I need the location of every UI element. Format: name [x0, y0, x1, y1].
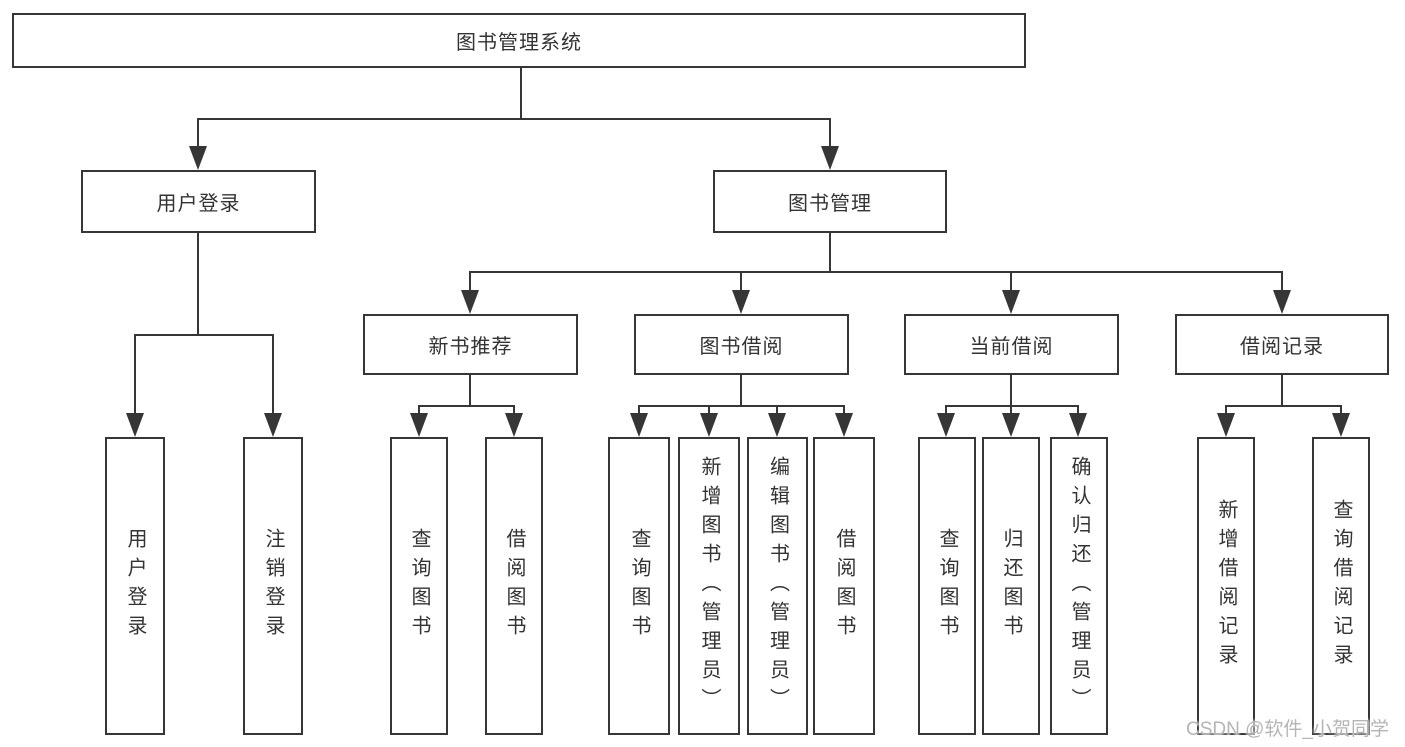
connector-vline [945, 405, 947, 415]
node-book-borrowing: 图书借阅 [634, 314, 849, 375]
arrowhead-down [1002, 413, 1020, 437]
arrowhead-down [1069, 413, 1087, 437]
arrowhead-down [768, 413, 786, 437]
connector-vline [469, 271, 471, 293]
arrowhead-down [461, 290, 479, 314]
arrowhead-down [821, 146, 839, 170]
connector-vline [1077, 405, 1079, 415]
leaf-label: 归还图书 [1000, 528, 1022, 644]
connector-vline [513, 405, 515, 415]
leaf-label: 新增图书（管理员） [698, 455, 720, 717]
arrowhead-down [937, 413, 955, 437]
leaf-label: 查询图书 [408, 528, 430, 644]
leaf-return-books: 归还图书 [982, 437, 1040, 735]
node-library-system: 图书管理系统 [12, 13, 1026, 68]
connector-hline [418, 405, 515, 407]
connector-vline [134, 334, 136, 417]
connector-vline [1010, 271, 1012, 293]
arrowhead-down [410, 413, 428, 437]
leaf-label: 借阅图书 [833, 528, 855, 644]
leaf-label: 用户登录 [124, 528, 146, 644]
connector-vline [469, 375, 471, 407]
leaf-label: 注销登录 [262, 528, 284, 644]
connector-vline [1225, 405, 1227, 415]
leaf-query-books-current: 查询图书 [918, 437, 976, 735]
leaf-label: 编辑图书（管理员） [766, 455, 789, 717]
connector-hline [945, 405, 1079, 407]
connector-vline [1281, 375, 1283, 407]
arrowhead-down [1002, 290, 1020, 314]
arrowhead-down [505, 413, 523, 437]
connector-hline [1225, 405, 1342, 407]
leaf-label: 借阅图书 [503, 528, 525, 644]
leaf-add-borrow-record: 新增借阅记录 [1197, 437, 1255, 735]
leaf-add-book-admin: 新增图书（管理员） [678, 437, 740, 735]
leaf-query-books-borrowing: 查询图书 [608, 437, 670, 735]
connector-hline [638, 405, 845, 407]
arrowhead-down [1217, 413, 1235, 437]
connector-vline [520, 68, 522, 120]
connector-vline [1340, 405, 1342, 415]
connector-hline [197, 118, 831, 120]
arrowhead-down [700, 413, 718, 437]
connector-vline [740, 375, 742, 407]
node-book-management: 图书管理 [713, 170, 947, 233]
leaf-query-books-recommend: 查询图书 [390, 437, 448, 735]
arrowhead-down [1273, 290, 1291, 314]
leaf-logout: 注销登录 [243, 437, 303, 735]
arrowhead-down [1332, 413, 1350, 437]
leaf-label: 查询借阅记录 [1330, 499, 1352, 673]
csdn-watermark: CSDN @软件_小贺同学 [1186, 719, 1389, 740]
connector-vline [1010, 405, 1012, 415]
leaf-user-login: 用户登录 [105, 437, 165, 735]
leaf-borrow-books-borrowing: 借阅图书 [813, 437, 875, 735]
leaf-label: 查询图书 [936, 528, 958, 644]
arrowhead-down [126, 413, 144, 437]
connector-vline [740, 271, 742, 293]
leaf-label: 确认归还（管理员） [1068, 455, 1090, 717]
node-borrowing-records: 借阅记录 [1175, 314, 1389, 375]
leaf-query-borrow-record: 查询借阅记录 [1312, 437, 1370, 735]
leaf-confirm-return-admin: 确认归还（管理员） [1050, 437, 1108, 735]
connector-vline [197, 233, 199, 336]
connector-vline [197, 118, 199, 150]
connector-vline [776, 405, 778, 415]
connector-vline [829, 233, 831, 273]
connector-vline [1010, 375, 1012, 407]
node-new-book-recommendation: 新书推荐 [363, 314, 578, 375]
connector-vline [1281, 271, 1283, 293]
connector-vline [829, 118, 831, 150]
connector-vline [272, 334, 274, 417]
connector-vline [708, 405, 710, 415]
arrowhead-down [189, 146, 207, 170]
leaf-edit-book-admin: 编辑图书（管理员） [747, 437, 808, 735]
node-user-login: 用户登录 [81, 170, 316, 233]
arrowhead-down [835, 413, 853, 437]
connector-hline [469, 271, 1282, 273]
node-current-borrowing: 当前借阅 [904, 314, 1119, 375]
connector-hline [134, 334, 274, 336]
leaf-label: 查询图书 [628, 528, 650, 644]
leaf-label: 新增借阅记录 [1215, 499, 1237, 673]
arrowhead-down [630, 413, 648, 437]
connector-vline [843, 405, 845, 415]
arrowhead-down [264, 413, 282, 437]
connector-vline [638, 405, 640, 415]
connector-vline [418, 405, 420, 415]
leaf-borrow-books-recommend: 借阅图书 [485, 437, 543, 735]
arrowhead-down [732, 290, 750, 314]
